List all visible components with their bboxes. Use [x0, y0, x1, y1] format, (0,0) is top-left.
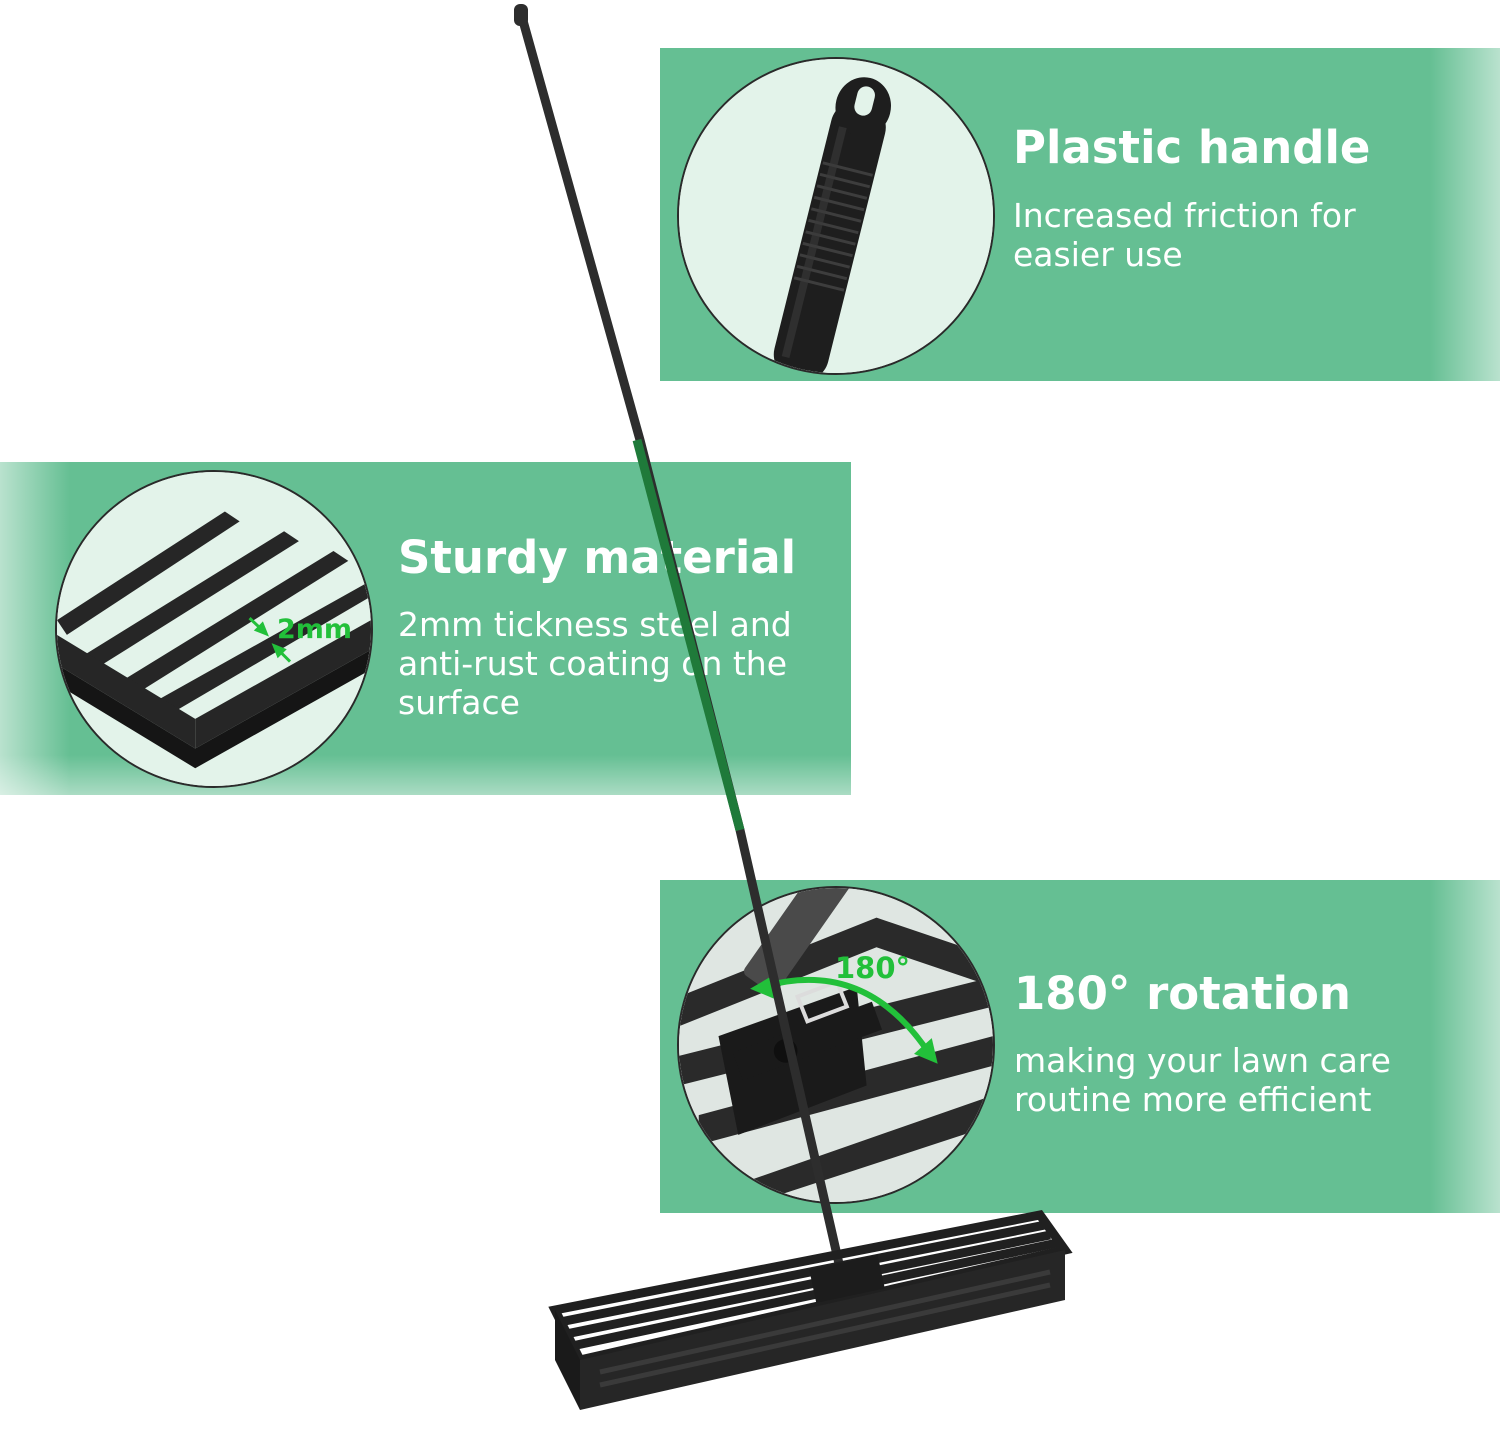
- feature-desc-material-line2: anti-rust coating on the: [398, 644, 788, 683]
- pivot-joint: [809, 1255, 885, 1303]
- rotation-callout-label: 180°: [835, 951, 911, 985]
- steel-grid-illustration: [57, 472, 371, 786]
- feature-desc-material-line3: surface: [398, 683, 520, 722]
- feature-desc-material-line1: 2mm tickness steel and: [398, 605, 792, 644]
- feature-title-handle: Plastic handle: [1013, 121, 1371, 174]
- handle-closeup-image: [677, 57, 995, 375]
- feature-title-rotation: 180° rotation: [1014, 967, 1351, 1020]
- feature-desc-handle-line2: easier use: [1013, 235, 1183, 274]
- feature-desc-rotation-line2: routine more efficient: [1014, 1080, 1372, 1119]
- plastic-handle-illustration: [679, 59, 993, 373]
- panel-fade: [1430, 880, 1500, 1213]
- rake-base: [548, 1210, 1073, 1366]
- thickness-callout-label: 2mm: [277, 614, 353, 645]
- rotation-closeup-image: [677, 886, 995, 1204]
- material-closeup-image: [55, 470, 373, 788]
- rotation-joint-illustration: [679, 888, 993, 1202]
- feature-title-material: Sturdy material: [398, 531, 797, 584]
- feature-desc-rotation-line1: making your lawn care: [1014, 1041, 1391, 1080]
- panel-fade: [1430, 48, 1500, 381]
- handle-grip: [514, 4, 528, 26]
- feature-desc-handle-line1: Increased friction for: [1013, 196, 1356, 235]
